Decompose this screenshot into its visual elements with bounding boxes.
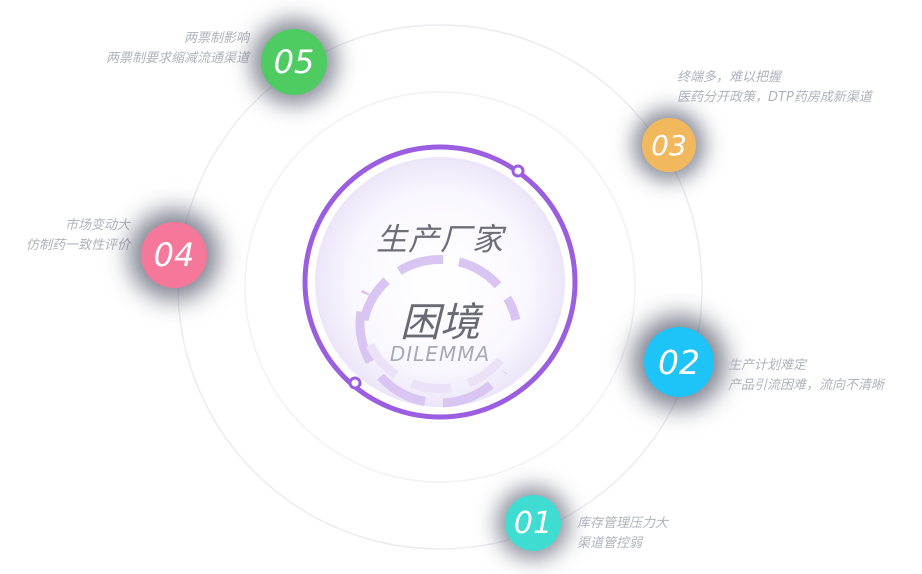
item-03-label: 终端多，难以把握 医药分开政策，DTP药房成新渠道 <box>677 68 872 108</box>
item-01-line1: 库存管理压力大 <box>577 516 669 531</box>
center-title: 生产厂家 <box>376 222 504 258</box>
item-01-circle: 01 <box>505 495 561 551</box>
item-03-circle: 03 <box>642 118 696 172</box>
item-04-circle: 04 <box>141 222 207 288</box>
item-03-number: 03 <box>651 128 687 162</box>
item-02-number: 02 <box>658 342 700 382</box>
item-01-line2: 渠道管控弱 <box>577 536 643 551</box>
ring-dot-bottom <box>348 376 362 390</box>
item-04-line2: 仿制药一致性评价 <box>25 238 130 253</box>
item-05-line1: 两票制影响 <box>183 31 249 46</box>
item-02-circle: 02 <box>644 327 714 397</box>
center-sub-text: DILEMMA <box>389 342 491 366</box>
inner-disc <box>315 157 565 407</box>
dashed-arc-top <box>359 255 521 322</box>
item-01-number: 01 <box>513 505 553 541</box>
center-main-text: 困境 <box>400 300 480 346</box>
middle-ring <box>244 91 636 483</box>
item-02-line1: 生产计划难定 <box>728 358 807 373</box>
dashed-arc-bottom <box>365 342 515 394</box>
item-02-label: 生产计划难定 产品引流困难，流向不清晰 <box>728 356 884 396</box>
item-04-number: 04 <box>153 236 195 274</box>
item-01-label: 库存管理压力大 渠道管控弱 <box>577 514 668 554</box>
item-04-label: 市场变动大 仿制药一致性评价 <box>26 216 130 256</box>
item-05-line2: 两票制要求缩减流通渠道 <box>105 51 249 66</box>
item-03-line1: 终端多，难以把握 <box>677 70 782 85</box>
item-03-line2: 医药分开政策，DTP药房成新渠道 <box>677 90 872 105</box>
item-04-line1: 市场变动大 <box>64 218 130 233</box>
item-02-line2: 产品引流困难，流向不清晰 <box>728 378 885 393</box>
item-05-number: 05 <box>273 43 315 81</box>
item-05-label: 两票制影响 两票制要求缩减流通渠道 <box>106 29 249 69</box>
ring-dot-top <box>511 164 525 178</box>
purple-ring <box>302 144 578 420</box>
item-05-circle: 05 <box>261 29 327 95</box>
